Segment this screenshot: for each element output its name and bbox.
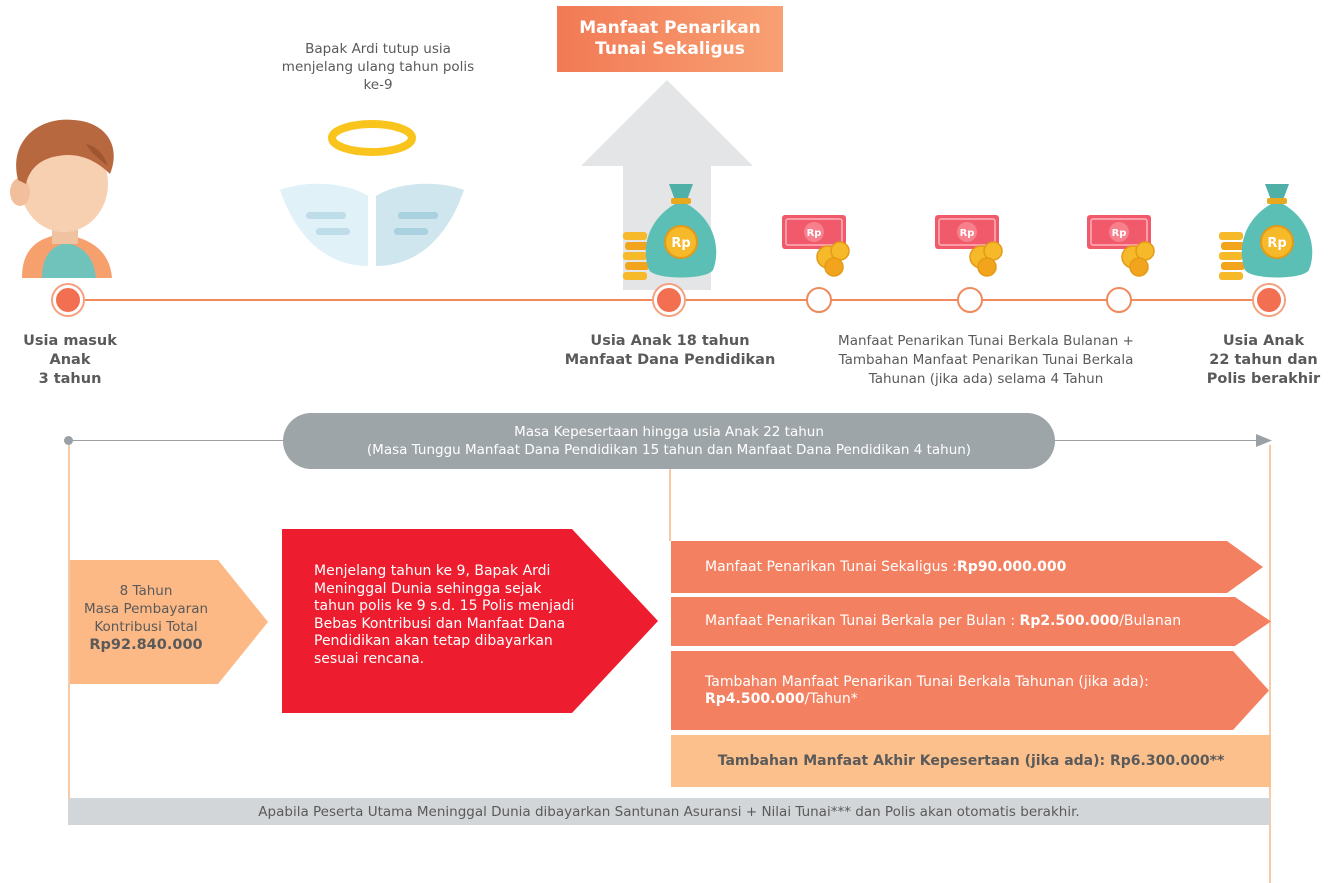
final-benefit-text: Tambahan Manfaat Akhir Kepesertaan (jika… <box>717 753 1225 769</box>
periodic-label-line: Tambahan Manfaat Penarikan Tunai Berkala <box>838 352 1134 368</box>
angel-caption-line: menjelang ulang tahun polis <box>281 59 475 75</box>
benefit-suffix: /Tahun* <box>804 690 858 707</box>
waiver-line: sesuai rencana. <box>314 650 425 667</box>
end-label-line: Usia Anak <box>1222 333 1305 349</box>
timeline-node-age18 <box>654 285 684 315</box>
waiver-line: Menjelang tahun ke 9, Bapak Ardi <box>314 563 551 579</box>
end-label-line: Polis berakhir <box>1206 371 1321 387</box>
coin-label: Rp <box>960 228 975 239</box>
benefit-lump-sum: Manfaat Penarikan Tunai Sekaligus : Rp90… <box>671 541 1263 593</box>
child-avatar <box>10 119 114 278</box>
bracket-arrow-icon <box>1256 434 1272 447</box>
coin-label: Rp <box>671 236 690 251</box>
angel-caption: Bapak Ardi tutup usia menjelang ulang ta… <box>258 40 498 94</box>
lump-sum-title-box: Manfaat Penarikan Tunai Sekaligus <box>557 6 783 72</box>
end-label-line: 22 tahun dan <box>1209 352 1318 368</box>
benefit-monthly: Manfaat Penarikan Tunai Berkala per Bula… <box>671 597 1271 646</box>
timeline-node-end <box>1254 285 1284 315</box>
coin-label: Rp <box>807 228 822 239</box>
periodic-label-line: Manfaat Penarikan Tunai Berkala Bulanan … <box>838 333 1134 349</box>
start-label-line: Usia masuk <box>23 333 117 349</box>
payment-box-line: Kontribusi Total <box>94 619 198 635</box>
period-pill: Masa Kepesertaan hingga usia Anak 22 tah… <box>283 413 1055 469</box>
benefit-annual: Tambahan Manfaat Penarikan Tunai Berkala… <box>671 651 1269 730</box>
age18-label-line: Usia Anak 18 tahun <box>590 333 750 349</box>
money-bag-icon: Rp <box>623 184 717 280</box>
waiver-line: Pendidikan akan tetap dibayarkan <box>314 633 553 649</box>
lump-sum-title-line: Tunai Sekaligus <box>595 39 745 59</box>
timeline-node-payout <box>1106 287 1132 313</box>
benefit-amount: Rp2.500.000 <box>1019 613 1120 629</box>
timeline-node-payout <box>806 287 832 313</box>
periodic-label: Manfaat Penarikan Tunai Berkala Bulanan … <box>796 332 1176 389</box>
period-pill-line: Masa Kepesertaan hingga usia Anak 22 tah… <box>514 424 824 440</box>
end-label: Usia Anak 22 tahun dan Polis berakhir <box>1196 332 1331 389</box>
benefit-start-line <box>669 469 671 541</box>
timeline-node-start <box>53 285 83 315</box>
age18-label-line: Manfaat Dana Pendidikan <box>564 352 776 368</box>
payment-box-line: Masa Pembayaran <box>83 601 209 617</box>
benefit-label: Manfaat Penarikan Tunai Berkala per Bula… <box>705 613 1020 629</box>
bracket-right-line <box>1269 445 1271 883</box>
payment-box-line: 8 Tahun <box>119 583 173 599</box>
start-label-line: 3 tahun <box>38 371 102 387</box>
start-label: Usia masuk Anak 3 tahun <box>0 332 140 389</box>
angel-caption-line: ke-9 <box>363 77 393 93</box>
waiver-line: tahun polis ke 9 s.d. 15 Polis menjadi <box>314 598 575 614</box>
footer-note-bar: Apabila Peserta Utama Meninggal Dunia di… <box>68 798 1270 825</box>
angel-caption-line: Bapak Ardi tutup usia <box>305 41 451 57</box>
period-pill-line: (Masa Tunggu Manfaat Dana Pendidikan 15 … <box>366 442 972 458</box>
payment-box: 8 Tahun Masa Pembayaran Kontribusi Total… <box>70 560 268 684</box>
bracket-start-dot <box>64 436 73 445</box>
start-label-line: Anak <box>49 352 91 368</box>
age18-label: Usia Anak 18 tahun Manfaat Dana Pendidik… <box>545 332 795 370</box>
benefit-label: Manfaat Penarikan Tunai Sekaligus : <box>705 558 958 575</box>
footer-note-text: Apabila Peserta Utama Meninggal Dunia di… <box>258 803 1080 820</box>
banknote-coins-icon: Rp <box>935 215 1003 277</box>
coin-label: Rp <box>1112 228 1127 239</box>
benefit-amount: Rp4.500.000 <box>705 690 805 707</box>
waiver-line: Meninggal Dunia sehingga sejak <box>314 580 542 597</box>
timeline-node-payout <box>957 287 983 313</box>
payment-amount: Rp92.840.000 <box>89 637 203 653</box>
final-benefit-box: Tambahan Manfaat Akhir Kepesertaan (jika… <box>671 735 1271 787</box>
coin-label: Rp <box>1267 236 1286 251</box>
bracket-left-line <box>68 445 70 798</box>
banknote-coins-icon: Rp <box>1087 215 1155 277</box>
waiver-box: Menjelang tahun ke 9, Bapak Ardi Meningg… <box>282 529 658 713</box>
benefit-label: Tambahan Manfaat Penarikan Tunai Berkala… <box>705 673 1149 690</box>
benefit-amount: Rp90.000.000 <box>957 558 1067 575</box>
angel-wings-icon <box>280 120 464 266</box>
money-bag-icon: Rp <box>1219 184 1313 280</box>
periodic-label-line: Tahunan (jika ada) selama 4 Tahun <box>868 371 1104 387</box>
benefit-suffix: /Bulanan <box>1119 613 1182 629</box>
lump-sum-title-line: Manfaat Penarikan <box>579 18 761 38</box>
banknote-coins-icon: Rp <box>782 215 850 277</box>
waiver-line: Bebas Kontribusi dan Manfaat Dana <box>314 615 566 632</box>
